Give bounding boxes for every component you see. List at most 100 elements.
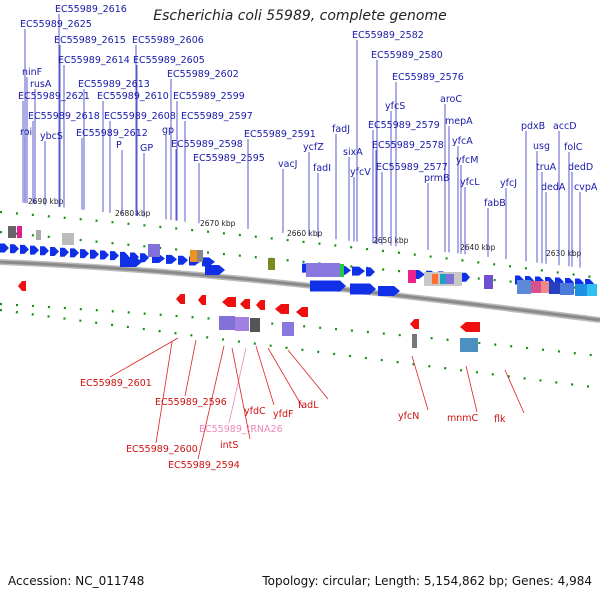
- gene-label-forward: EC55989_2605: [133, 55, 205, 66]
- forward-gene-arrow: [80, 249, 89, 259]
- gene-label-forward: accD: [553, 121, 577, 132]
- feature-block: [560, 283, 574, 295]
- gene-label-forward: yfcJ: [500, 178, 517, 189]
- forward-gene-arrow: [100, 250, 109, 260]
- gene-label-forward: folC: [564, 142, 583, 153]
- inner-tick-ring: [0, 230, 600, 292]
- scale-label: 2630 kbp: [546, 249, 582, 258]
- feature-block: [190, 250, 197, 262]
- gene-label-forward: aroC: [440, 94, 462, 105]
- feature-block: [484, 275, 493, 289]
- gene-label-forward: fadI: [313, 163, 331, 174]
- feature-block: [282, 322, 294, 336]
- forward-gene-arrow: [166, 254, 177, 264]
- feature-block: [446, 274, 454, 284]
- gene-label-reverse: flk: [494, 414, 506, 425]
- gene-label-forward: yfcV: [350, 167, 371, 178]
- genome-backbone: [0, 260, 600, 322]
- gene-label-forward: EC55989_2576: [392, 72, 464, 83]
- forward-gene-arrow: [0, 243, 9, 253]
- gene-label-forward: vacJ: [278, 159, 297, 170]
- forward-gene-arrow: [378, 286, 400, 296]
- gene-label-forward: fabB: [484, 198, 506, 209]
- gene-label-forward: EC55989_2597: [181, 111, 253, 122]
- gene-label-reverse: intS: [220, 440, 238, 451]
- gene-label-forward: EC55989_2582: [352, 30, 424, 41]
- gene-label-forward: prmB: [424, 173, 450, 184]
- scale-label: 2690 kbp: [28, 197, 64, 206]
- feature-block: [62, 233, 74, 245]
- forward-gene-arrow: [90, 249, 99, 259]
- feature-block: [340, 264, 344, 277]
- gene-label-forward: yfcM: [456, 155, 478, 166]
- gene-label-forward: dedD: [568, 162, 593, 173]
- gene-label-forward: truA: [536, 162, 557, 173]
- feature-block: [587, 284, 597, 296]
- gene-label-forward: dedA: [541, 182, 566, 193]
- feature-block: [440, 274, 446, 284]
- forward-gene-arrow: [120, 257, 142, 267]
- gene-label-forward: EC55989_2621: [18, 91, 90, 102]
- gene-leader-line: [109, 337, 179, 378]
- gene-leader-line: [184, 339, 197, 397]
- forward-gene-arrow: [30, 245, 39, 255]
- feature-block: [460, 338, 478, 352]
- gene-label-forward: cvpA: [574, 182, 598, 193]
- gene-label-forward: fadJ: [332, 124, 350, 135]
- gene-label-forward: sixA: [343, 147, 363, 158]
- gene-label-reverse: fadL: [298, 400, 319, 411]
- gene-label-reverse: EC55989_2601: [80, 378, 152, 389]
- gene-label-forward: EC55989_2616: [55, 4, 127, 15]
- feature-block: [235, 317, 249, 331]
- forward-gene-arrow: [20, 244, 29, 254]
- gene-label-forward: EC55989_2612: [76, 128, 148, 139]
- gene-label-forward: usg: [533, 141, 550, 152]
- lower-outer-tick-ring: [0, 308, 600, 390]
- gene-label-forward: ninF: [22, 67, 42, 78]
- gene-label-forward: EC55989_2578: [372, 140, 444, 151]
- gene-label-forward: P: [116, 140, 122, 151]
- gene-label-forward: EC55989_2608: [104, 111, 176, 122]
- reverse-gene-arrow: [198, 295, 206, 305]
- feature-block: [17, 226, 22, 238]
- feature-block: [306, 263, 340, 277]
- scale-label: 2640 kbp: [460, 243, 496, 252]
- forward-gene-arrow: [350, 283, 376, 295]
- forward-gene-arrow: [366, 267, 375, 277]
- gene-label-forward: EC55989_2613: [78, 79, 150, 90]
- feature-block: [197, 250, 203, 262]
- gene-label-reverse: yfdC: [244, 406, 266, 417]
- reverse-gene-arrow: [240, 299, 250, 309]
- gene-label-forward: yfcA: [452, 136, 473, 147]
- reverse-gene-arrow: [296, 307, 308, 317]
- feature-block: [412, 334, 417, 348]
- reverse-gene-arrow: [410, 319, 419, 329]
- forward-gene-arrow: [10, 244, 19, 254]
- reverse-gene-arrow: [176, 294, 185, 304]
- gene-label-reverse: EC55989_2600: [126, 444, 198, 455]
- gene-label-forward: EC55989_2579: [368, 120, 440, 131]
- reverse-gene-arrow: [222, 297, 236, 307]
- gene-label-forward: gp: [162, 125, 174, 136]
- gene-label-forward: roi: [20, 127, 32, 138]
- feature-block: [148, 244, 160, 257]
- gene-label-forward: ybcS: [40, 131, 63, 142]
- reverse-gene-arrow: [18, 281, 26, 291]
- forward-gene-arrow: [140, 253, 149, 263]
- gene-label-forward: EC55989_2618: [28, 111, 100, 122]
- gene-label-reverse: EC55989_2596: [155, 397, 227, 408]
- gene-label-reverse: yfcN: [398, 411, 419, 422]
- gene-label-forward: EC55989_2591: [244, 129, 316, 140]
- forward-gene-arrow: [352, 266, 365, 276]
- feature-block: [432, 274, 438, 284]
- gene-label-reverse: mnmC: [447, 413, 479, 424]
- feature-block: [268, 258, 275, 270]
- gene-label-forward: mepA: [445, 116, 473, 127]
- genome-title: Escherichia coli 55989, complete genome: [153, 8, 447, 24]
- scale-label: 2670 kbp: [200, 219, 236, 228]
- forward-gene-arrow: [205, 265, 225, 275]
- forward-gene-arrow: [178, 255, 188, 265]
- reverse-gene-arrow: [256, 300, 265, 310]
